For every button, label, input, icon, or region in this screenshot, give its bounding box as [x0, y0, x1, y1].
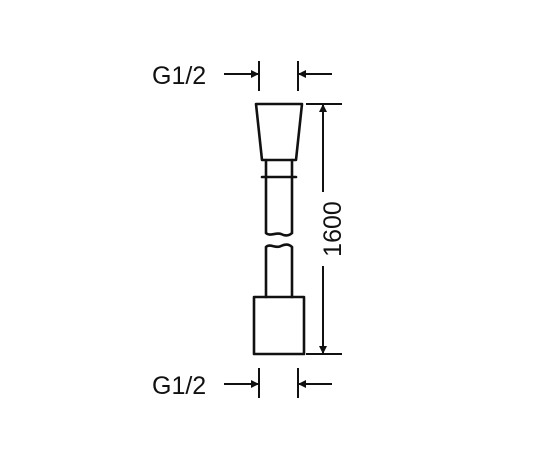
dimension-lines [224, 61, 342, 398]
bottom-thread-label: G1/2 [152, 372, 206, 400]
hose-outline [252, 102, 306, 356]
top-thread-label: G1/2 [152, 62, 206, 90]
upper-hose-segment [260, 158, 298, 237]
top-nut [254, 102, 304, 162]
lower-hose-segment [264, 243, 294, 299]
length-label: 1600 [319, 201, 347, 257]
bottom-nut [252, 295, 306, 356]
